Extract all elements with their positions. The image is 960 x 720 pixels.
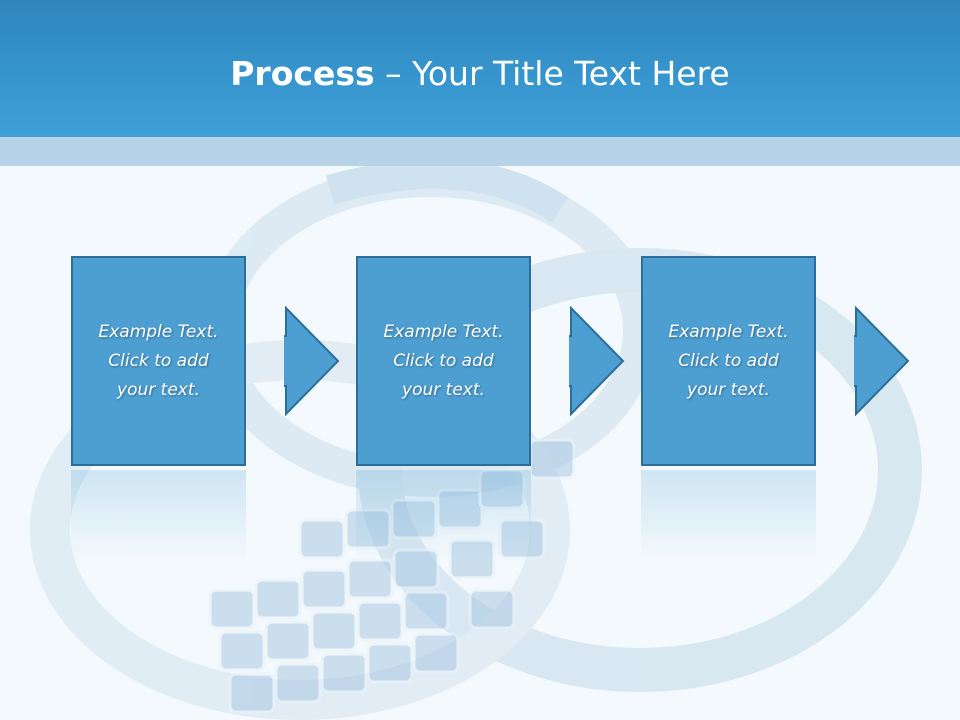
process-step-1-box[interactable]: Example Text. Click to add your text. bbox=[71, 256, 246, 466]
step-1-text: Example Text. Click to add your text. bbox=[79, 318, 239, 405]
step-text-line: Click to add bbox=[108, 350, 209, 371]
arrow-right-icon bbox=[569, 306, 625, 416]
step-text-line: Example Text. bbox=[668, 321, 789, 342]
step-2-text: Example Text. Click to add your text. bbox=[364, 318, 524, 405]
title-bold: Process bbox=[230, 54, 375, 93]
arrow-right-icon bbox=[854, 306, 910, 416]
box-reflection bbox=[641, 470, 816, 560]
box-reflection bbox=[71, 470, 246, 560]
step-3-text: Example Text. Click to add your text. bbox=[649, 318, 809, 405]
title-bar bbox=[0, 0, 960, 137]
box-reflection bbox=[356, 470, 531, 560]
process-step-3-box[interactable]: Example Text. Click to add your text. bbox=[641, 256, 816, 466]
step-text-line: Click to add bbox=[393, 350, 494, 371]
step-text-line: your text. bbox=[402, 379, 485, 400]
slide-title[interactable]: Process – Your Title Text Here bbox=[0, 50, 960, 98]
step-text-line: Click to add bbox=[678, 350, 779, 371]
title-rest: – Your Title Text Here bbox=[374, 54, 730, 93]
background-rings-cubes-image bbox=[30, 166, 922, 720]
step-text-line: Example Text. bbox=[383, 321, 504, 342]
accent-band bbox=[0, 137, 960, 166]
step-text-line: your text. bbox=[117, 379, 200, 400]
step-text-line: Example Text. bbox=[98, 321, 219, 342]
step-text-line: your text. bbox=[687, 379, 770, 400]
process-step-2-box[interactable]: Example Text. Click to add your text. bbox=[356, 256, 531, 466]
arrow-right-icon bbox=[284, 306, 340, 416]
